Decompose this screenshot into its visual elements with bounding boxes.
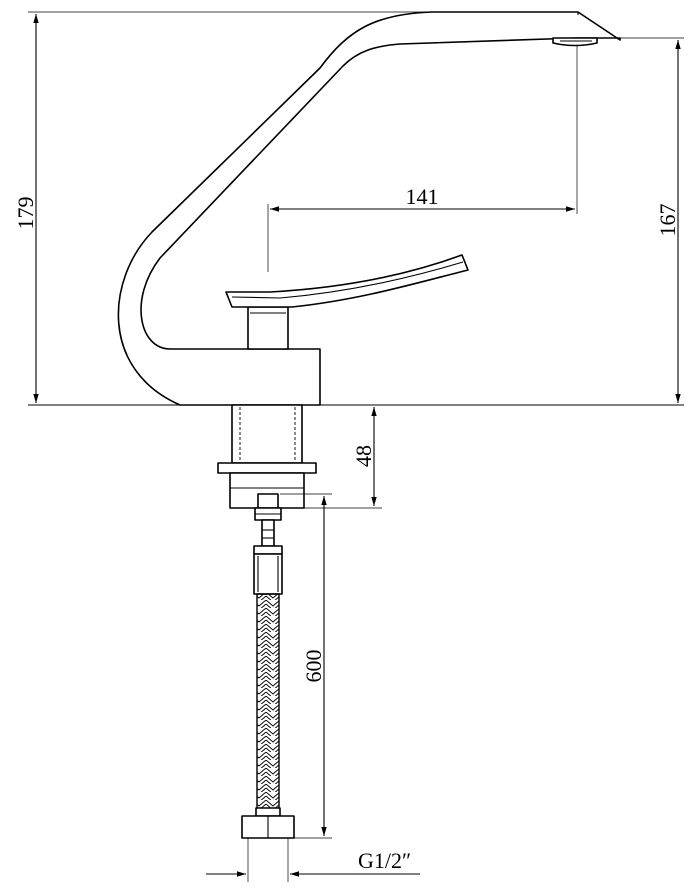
- spout-outline: [117, 11, 621, 406]
- hose-connector-stem: [261, 519, 275, 547]
- dim-spout-reach: 141: [406, 184, 439, 209]
- hose-connector-top: [257, 493, 279, 509]
- aerator: [552, 37, 598, 47]
- dim-spout-height: 167: [655, 204, 680, 237]
- hose-crimp-bottom: [255, 807, 281, 817]
- dim-total-height: 179: [13, 197, 38, 230]
- hose-ferrule-top: [253, 545, 283, 555]
- lever-handle-inner: [231, 261, 464, 299]
- shank-tube: [231, 404, 303, 464]
- hose-crimp-top: [253, 553, 283, 595]
- faucet-body: [117, 11, 621, 406]
- braided-hose: [256, 593, 280, 813]
- lever-tip-edge: [461, 254, 469, 271]
- dim-body-depth: 48: [351, 445, 376, 467]
- dim-thread: G1/2″: [358, 848, 411, 873]
- supply-hose: [241, 493, 295, 839]
- handle-stem: [247, 306, 289, 350]
- dim-hose-length: 600: [301, 650, 326, 683]
- mounting-shank: [217, 404, 317, 509]
- lever-handle: [225, 254, 469, 308]
- mounting-washer: [217, 462, 317, 474]
- dimensions: 179 167 141 48 600 G1/2″: [13, 11, 684, 882]
